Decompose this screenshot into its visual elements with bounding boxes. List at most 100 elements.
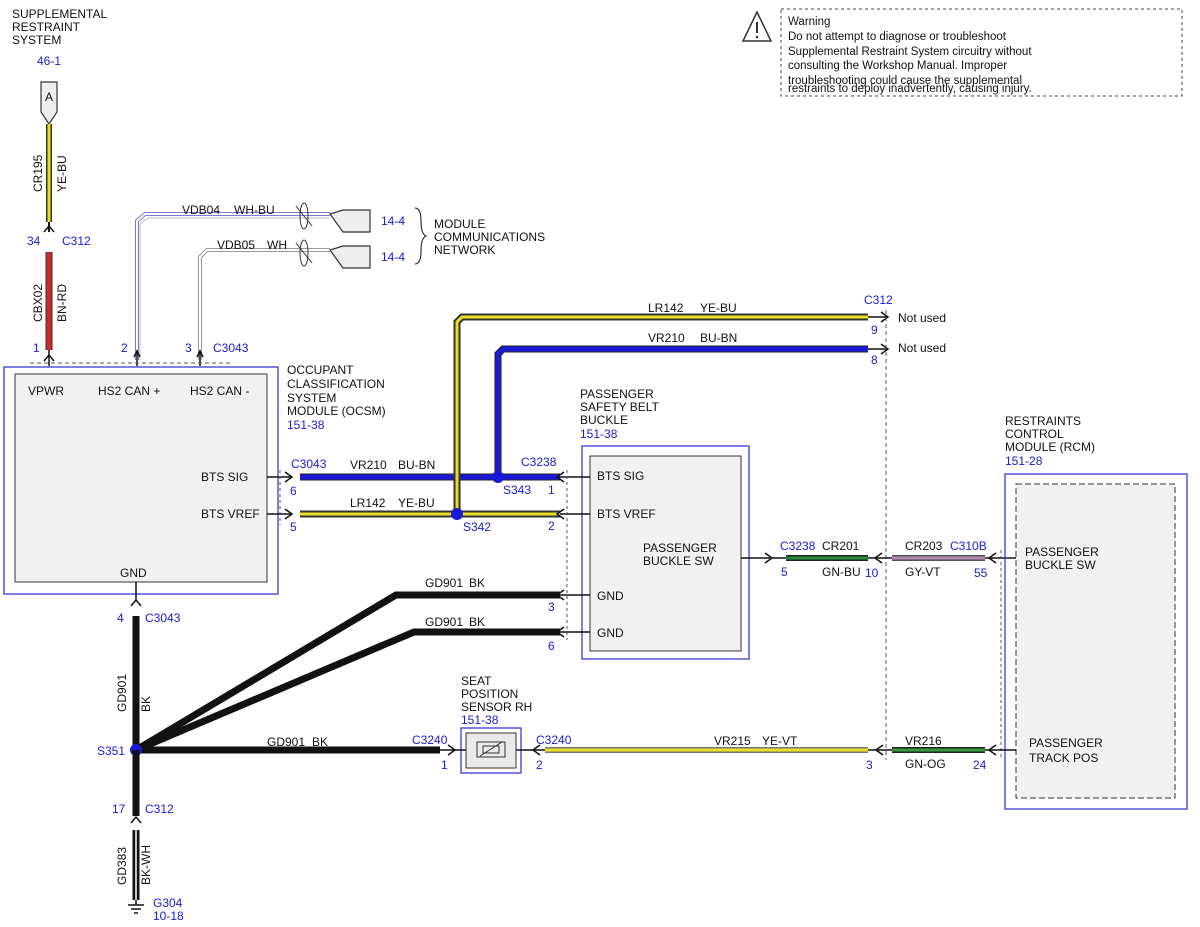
- warning-line-6: restraints to deploy inadvertently, caus…: [788, 83, 1032, 95]
- gd901-v-color: BK: [139, 696, 153, 712]
- splice-s342: S342: [463, 520, 491, 534]
- buckle-ref: 151-38: [580, 427, 618, 441]
- warning-box: Warning Do not attempt to diagnose or tr…: [741, 8, 1183, 97]
- c310b-label: C310B: [950, 539, 987, 553]
- pin-17: 17: [112, 802, 126, 816]
- pin-55: 55: [974, 566, 988, 580]
- ocsm-pin-bts-vref: BTS VREF: [201, 507, 260, 521]
- ocsm-label-2: CLASSIFICATION: [287, 377, 385, 391]
- vdb05-circuit: VDB05: [217, 238, 255, 252]
- buckle-label-1: PASSENGER: [580, 387, 654, 401]
- c3043-bottom-label: C3043: [145, 611, 181, 625]
- seat-sensor-ref: 151-38: [461, 713, 499, 727]
- lr142-top-color: YE-BU: [700, 301, 737, 315]
- pin-8: 8: [871, 353, 878, 367]
- warning-line-4: consulting the Workshop Manual. Improper: [788, 60, 1007, 72]
- vr210-top-color: BU-BN: [700, 331, 737, 345]
- rcm-switch-1: PASSENGER: [1025, 545, 1099, 559]
- network-label-1: MODULE: [434, 217, 485, 231]
- buckle-pin-num-5: 5: [781, 565, 788, 579]
- c3043-side-label: C3043: [291, 457, 327, 471]
- pin-6: 6: [290, 484, 297, 498]
- seat-sensor-module: [460, 727, 522, 774]
- buckle-label-3: BUCKLE: [580, 413, 628, 427]
- buckle-pin-num-3: 3: [548, 600, 555, 614]
- rcm-switch-2: BUCKLE SW: [1025, 558, 1096, 572]
- network-ref-bottom: 14-4: [381, 250, 405, 264]
- pin-1: 1: [33, 341, 40, 355]
- ocsm-pin-vpwr: VPWR: [28, 384, 64, 398]
- pin-10: 10: [865, 566, 879, 580]
- ocsm-module: [3, 362, 279, 595]
- splice-s351: S351: [97, 744, 125, 758]
- pin-5: 5: [290, 520, 297, 534]
- rcm-module: [1004, 473, 1188, 810]
- buckle-label-2: SAFETY BELT: [580, 400, 660, 414]
- buckle-pin-gnd1: GND: [597, 589, 624, 603]
- gd901-a-circuit: GD901: [425, 576, 463, 590]
- rcm-track-1: PASSENGER: [1029, 736, 1103, 750]
- rcm-track-2: TRACK POS: [1029, 751, 1098, 765]
- lr142-circuit: LR142: [350, 496, 386, 510]
- ocsm-pin-bts-sig: BTS SIG: [201, 470, 248, 484]
- seat-sensor-label-3: SENSOR RH: [461, 700, 532, 714]
- cr195-circuit: CR195: [31, 154, 45, 192]
- gd383-color: BK-WH: [139, 845, 153, 885]
- cbx02-circuit: CBX02: [31, 284, 45, 322]
- vdb04-circuit: VDB04: [182, 203, 220, 217]
- pin-3: 3: [185, 341, 192, 355]
- ocsm-label-3: SYSTEM: [287, 391, 336, 405]
- srs-connector-letter: A: [45, 90, 53, 104]
- buckle-pin-num-1: 1: [548, 483, 555, 497]
- srs-title-line-2: RESTRAINT: [12, 20, 81, 34]
- seat-sensor-label-2: POSITION: [461, 687, 518, 701]
- vr210-top-circuit: VR210: [648, 331, 685, 345]
- warning-line-2: Do not attempt to diagnose or troublesho…: [788, 31, 1007, 43]
- network-ref-top: 14-4: [381, 214, 405, 228]
- splice-s343-dot: [492, 471, 504, 483]
- cr201-circuit: CR201: [822, 539, 860, 553]
- buckle-pin-gnd2: GND: [597, 626, 624, 640]
- vr215-circuit: VR215: [714, 734, 751, 748]
- warning-triangle-icon: [741, 10, 773, 42]
- warning-line-3: Supplemental Restraint System circuitry …: [788, 46, 1032, 58]
- ocsm-ref: 151-38: [287, 418, 325, 432]
- ocsm-label-1: OCCUPANT: [287, 363, 354, 377]
- not-used-bottom: Not used: [898, 341, 946, 355]
- buckle-pin-bts-sig: BTS SIG: [597, 469, 644, 483]
- c3238-left-connector: [555, 470, 590, 640]
- vr216-circuit: VR216: [905, 734, 942, 748]
- seat-pin-2: 2: [536, 758, 543, 772]
- warning-line-1: Warning: [788, 16, 830, 28]
- vr210-color: BU-BN: [398, 458, 435, 472]
- srs-title-line-3: SYSTEM: [12, 33, 61, 47]
- ocsm-pin-hs2-plus: HS2 CAN +: [98, 384, 160, 398]
- c3238-right-label: C3238: [780, 539, 816, 553]
- rcm-ref: 151-28: [1005, 454, 1043, 468]
- buckle-pin-num-6: 6: [548, 639, 555, 653]
- seat-pin-3: 3: [866, 758, 873, 772]
- vdb04-color: WH-BU: [234, 203, 275, 217]
- rcm-label-2: CONTROL: [1005, 427, 1064, 441]
- cr203-color: GY-VT: [905, 565, 941, 579]
- gd901-c-color: BK: [312, 735, 328, 749]
- network-label-3: NETWORK: [434, 243, 495, 257]
- pin-24: 24: [973, 758, 987, 772]
- srs-ref: 46-1: [37, 54, 61, 68]
- buckle-switch-2: BUCKLE SW: [643, 554, 714, 568]
- lr142-color: YE-BU: [398, 496, 435, 510]
- cr201-color: GN-BU: [822, 565, 861, 579]
- buckle-module: [581, 445, 750, 660]
- c3043-top-label: C3043: [213, 341, 249, 355]
- not-used-top: Not used: [898, 311, 946, 325]
- pin-4: 4: [117, 611, 124, 625]
- network-wires: [133, 202, 371, 366]
- c3240-right-label: C3240: [536, 733, 572, 747]
- c3240-left-label: C3240: [412, 733, 448, 747]
- pin-9: 9: [871, 323, 878, 337]
- ground-ref: 10-18: [153, 909, 184, 923]
- ocsm-label-4: MODULE (OCSM): [287, 404, 386, 418]
- lr142-top-circuit: LR142: [648, 301, 684, 315]
- network-label-2: COMMUNICATIONS: [434, 230, 545, 244]
- c312-top-label: C312: [62, 234, 91, 248]
